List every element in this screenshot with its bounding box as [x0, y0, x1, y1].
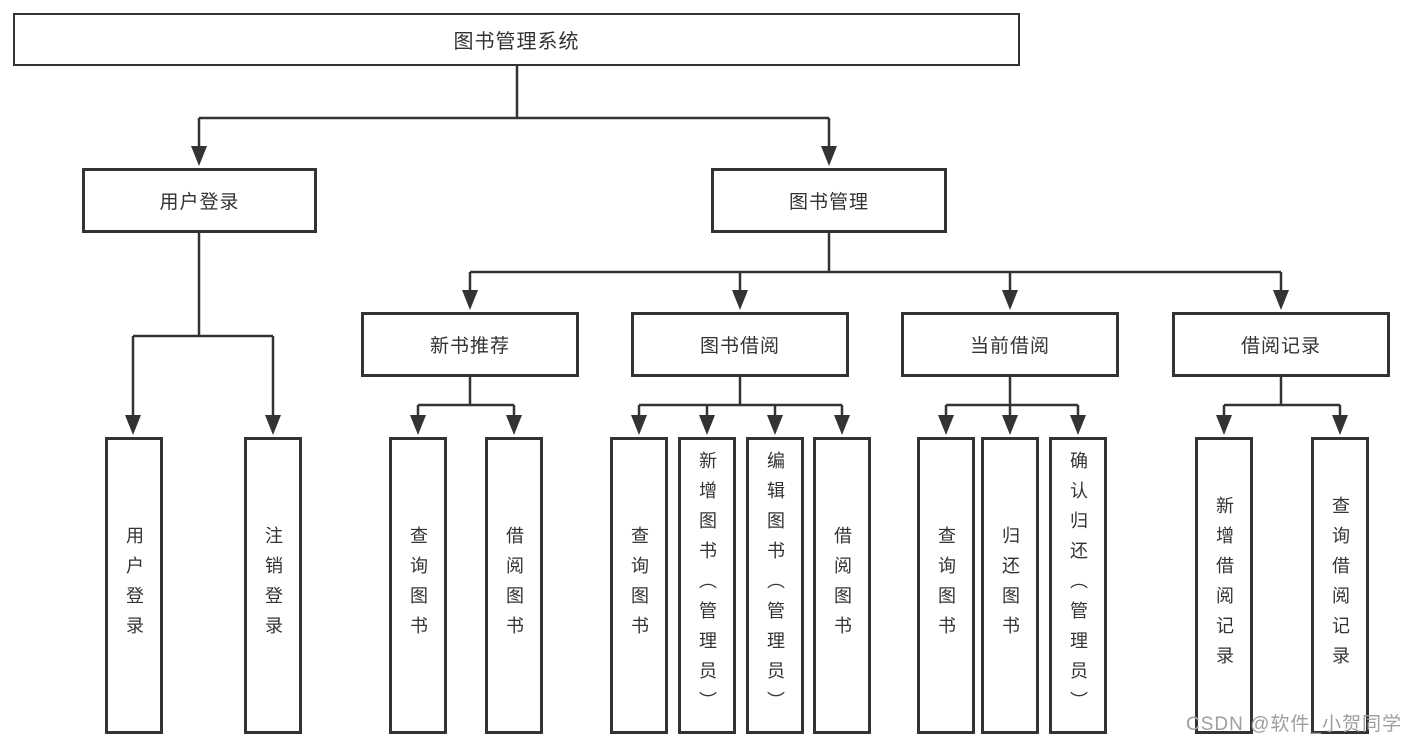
connector-current-borrow	[944, 377, 1080, 419]
leaf-confirm-return-admin: 确认归还（管理员）	[1049, 437, 1107, 734]
arrowhead	[410, 415, 426, 435]
node-new-book-recommend: 新书推荐	[361, 312, 579, 377]
leaf-edit-books-admin: 编辑图书（管理员）	[746, 437, 804, 734]
node-root-system: 图书管理系统	[13, 13, 1020, 66]
node-user-login: 用户登录	[82, 168, 317, 233]
leaf-add-borrow-record: 新增借阅记录	[1195, 437, 1253, 734]
leaf-user-login: 用户登录	[105, 437, 163, 734]
arrowhead	[1002, 415, 1018, 435]
arrowhead	[125, 415, 141, 435]
arrowhead	[938, 415, 954, 435]
connector-new-books	[416, 377, 516, 419]
leaf-borrow-books-1: 借阅图书	[485, 437, 543, 734]
arrowhead	[462, 290, 478, 310]
connector-root	[197, 66, 831, 150]
leaf-query-books-3: 查询图书	[917, 437, 975, 734]
arrowhead	[506, 415, 522, 435]
node-current-borrow: 当前借阅	[901, 312, 1119, 377]
arrowhead	[1002, 290, 1018, 310]
connector-user-login	[131, 233, 275, 419]
csdn-watermark: CSDN @软件_小贺同学	[1186, 714, 1402, 735]
connector-book-borrow	[637, 377, 844, 419]
connector-borrow-records	[1222, 377, 1342, 419]
connector-book-mgmt	[468, 233, 1283, 294]
leaf-logout: 注销登录	[244, 437, 302, 734]
arrowhead	[1332, 415, 1348, 435]
leaf-borrow-books-2: 借阅图书	[813, 437, 871, 734]
arrowhead	[631, 415, 647, 435]
leaf-query-books-2: 查询图书	[610, 437, 668, 734]
arrowhead	[767, 415, 783, 435]
arrowhead	[1273, 290, 1289, 310]
node-book-management: 图书管理	[711, 168, 947, 233]
arrowhead	[732, 290, 748, 310]
arrowhead	[821, 146, 837, 166]
node-borrow-records: 借阅记录	[1172, 312, 1390, 377]
arrowhead	[191, 146, 207, 166]
leaf-return-books: 归还图书	[981, 437, 1039, 734]
arrowhead	[1070, 415, 1086, 435]
arrowhead	[699, 415, 715, 435]
arrowheads	[125, 146, 1348, 435]
leaf-query-borrow-record: 查询借阅记录	[1311, 437, 1369, 734]
arrowhead	[265, 415, 281, 435]
arrowhead	[1216, 415, 1232, 435]
leaf-add-books-admin: 新增图书（管理员）	[678, 437, 736, 734]
arrowhead	[834, 415, 850, 435]
node-book-borrow: 图书借阅	[631, 312, 849, 377]
leaf-query-books-1: 查询图书	[389, 437, 447, 734]
